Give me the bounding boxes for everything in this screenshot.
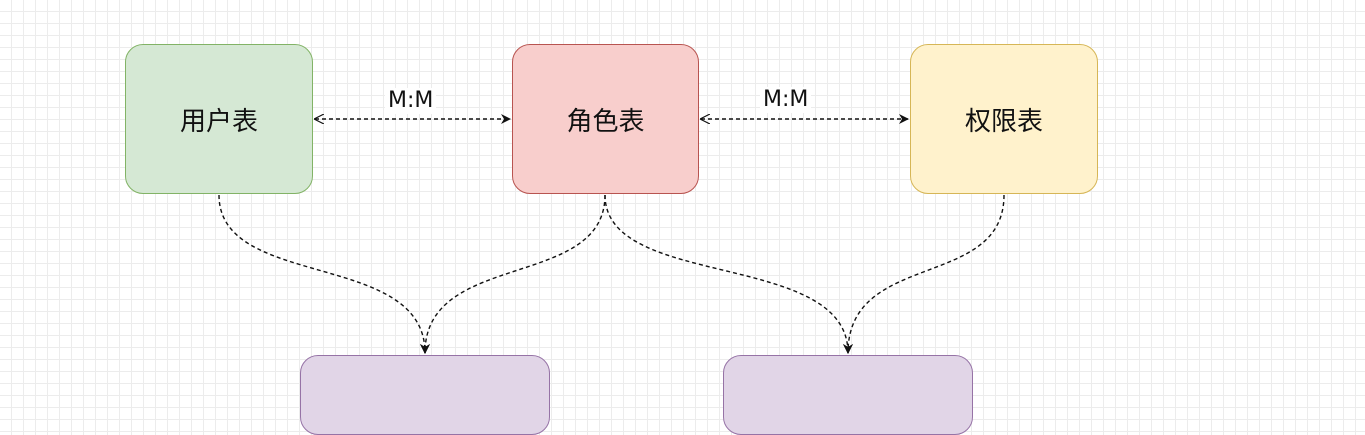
permission-table-node[interactable]: 权限表 [910, 44, 1098, 194]
edge-label-user-role: M:M [385, 88, 437, 114]
role-table-label: 角色表 [566, 106, 645, 137]
edge-role-to-roleperm [604, 194, 853, 354]
diagram-connectors [218, 0, 1005, 354]
edge-label-role-permission: M:M [760, 87, 812, 113]
edge-role-to-userrole [420, 194, 606, 354]
user-role-table-node[interactable] [300, 355, 550, 435]
user-table-label: 用户表 [179, 106, 258, 137]
role-permission-table-node[interactable] [723, 355, 973, 435]
edge-user-to-userrole [218, 194, 430, 354]
permission-table-label: 权限表 [964, 106, 1043, 137]
diagram-canvas: 用户表 角色表 权限表 M:M M:M [125, 0, 1098, 435]
role-table-node[interactable]: 角色表 [512, 44, 699, 194]
user-table-node[interactable]: 用户表 [125, 44, 313, 194]
edge-perm-to-roleperm [843, 194, 1005, 354]
